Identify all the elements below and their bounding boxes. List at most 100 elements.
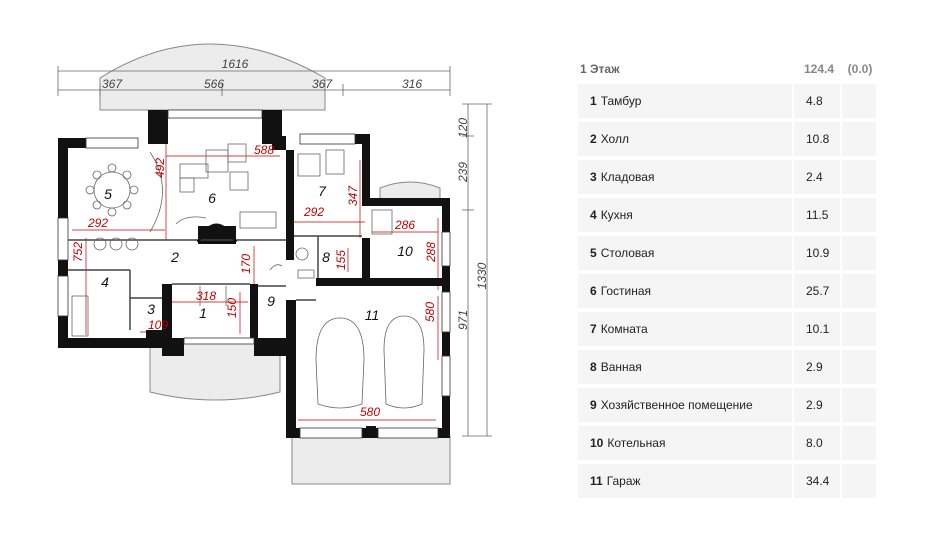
- room-extra: [842, 198, 876, 232]
- room-area: 10.9: [794, 236, 840, 270]
- front-terrace: [99, 43, 326, 111]
- room-area: 34.4: [794, 464, 840, 498]
- dim-right-3: 971: [456, 310, 470, 330]
- floor-plan: 1616 367 566 367 316 120 239 1330 971 49…: [57, 43, 492, 485]
- room-name: Ванная: [600, 360, 642, 374]
- room-extra: [842, 350, 876, 384]
- rdim-288: 288: [424, 242, 438, 263]
- room-area: 8.0: [794, 426, 840, 460]
- room-name: Гараж: [606, 474, 641, 488]
- windows: [57, 109, 451, 439]
- room-area: 4.8: [794, 84, 840, 118]
- room-area: 2.9: [794, 350, 840, 384]
- rdim-150: 150: [225, 298, 239, 318]
- room-number: 9: [590, 398, 597, 412]
- dim-right-2: 239: [456, 162, 470, 183]
- rdim-286: 286: [394, 218, 415, 232]
- garage-apron: [291, 435, 451, 485]
- room-label-7: 7: [318, 183, 327, 199]
- rdim-588: 588: [254, 143, 274, 157]
- room-label-3: 3: [147, 301, 155, 317]
- dim-total-width: 1616: [222, 57, 249, 71]
- dimension-lines: [57, 66, 492, 437]
- room-name: Кухня: [600, 208, 633, 222]
- room-name: Комната: [600, 322, 648, 336]
- room-area: 10.1: [794, 312, 840, 346]
- room-extra: [842, 122, 876, 156]
- room-label-6: 6: [208, 190, 216, 206]
- room-extra: [842, 274, 876, 308]
- room-area: 2.9: [794, 388, 840, 422]
- room-label-11: 11: [365, 307, 380, 323]
- rdim-752: 752: [71, 242, 85, 262]
- dim-right-total: 1330: [475, 262, 489, 289]
- rdim-580-a: 580: [360, 405, 380, 419]
- floor-extra-area: (0.0): [847, 62, 873, 76]
- room-name: Гостиная: [600, 284, 652, 298]
- room-label-5: 5: [104, 186, 112, 202]
- floor-name: 1 Этаж: [580, 62, 620, 76]
- rdim-318: 318: [196, 289, 216, 303]
- rdim-292-a: 292: [87, 216, 108, 230]
- rdim-155: 155: [334, 250, 348, 270]
- room-name: Столовая: [600, 246, 655, 260]
- room-labels: 1 2 3 4 5 6 7 8 9 10 11: [101, 183, 413, 323]
- rdim-580-b: 580: [423, 302, 437, 322]
- dim-right-1: 120: [456, 118, 470, 138]
- room-label-10: 10: [397, 243, 413, 259]
- floor-header: 1 Этаж 124.4 (0.0): [578, 58, 878, 80]
- room-extra: [842, 160, 876, 194]
- room-name: Котельная: [607, 436, 666, 450]
- rdim-109: 109: [148, 318, 168, 332]
- room-label-9: 9: [267, 293, 275, 309]
- room-number: 6: [590, 284, 597, 298]
- interior-lines: [68, 235, 362, 330]
- room-name: Хозяйственное помещение: [600, 398, 753, 412]
- rdim-292-b: 292: [303, 205, 324, 219]
- room-label-2: 2: [170, 249, 179, 265]
- dim-top-1: 367: [102, 77, 123, 91]
- room-number: 11: [590, 474, 603, 488]
- room-name: Кладовая: [600, 170, 655, 184]
- room-extra: [842, 312, 876, 346]
- room-area: 25.7: [794, 274, 840, 308]
- room-number: 1: [590, 94, 597, 108]
- room-number: 7: [590, 322, 597, 336]
- room-label-1: 1: [199, 305, 207, 321]
- furniture: [71, 143, 425, 409]
- rdim-170: 170: [239, 254, 253, 274]
- room-area: 2.4: [794, 160, 840, 194]
- room-number: 3: [590, 170, 597, 184]
- room-label-8: 8: [322, 249, 330, 265]
- room-name: Холл: [600, 132, 629, 146]
- room-number: 4: [590, 208, 597, 222]
- dimension-labels: 1616 367 566 367 316 120 239 1330 971 49…: [71, 57, 489, 419]
- room-number: 5: [590, 246, 597, 260]
- floor-total-area: 124.4: [803, 62, 835, 76]
- boiler-porch: [379, 181, 441, 201]
- rdim-492: 492: [153, 158, 167, 178]
- room-area: 11.5: [794, 198, 840, 232]
- dim-top-3: 367: [312, 77, 333, 91]
- room-number: 8: [590, 360, 597, 374]
- dim-top-2: 566: [204, 77, 224, 91]
- room-extra: [842, 388, 876, 422]
- room-extra: [842, 84, 876, 118]
- room-label-4: 4: [101, 274, 109, 290]
- rdim-347: 347: [346, 185, 360, 206]
- room-extra: [842, 426, 876, 460]
- room-number: 2: [590, 132, 597, 146]
- room-extra: [842, 236, 876, 270]
